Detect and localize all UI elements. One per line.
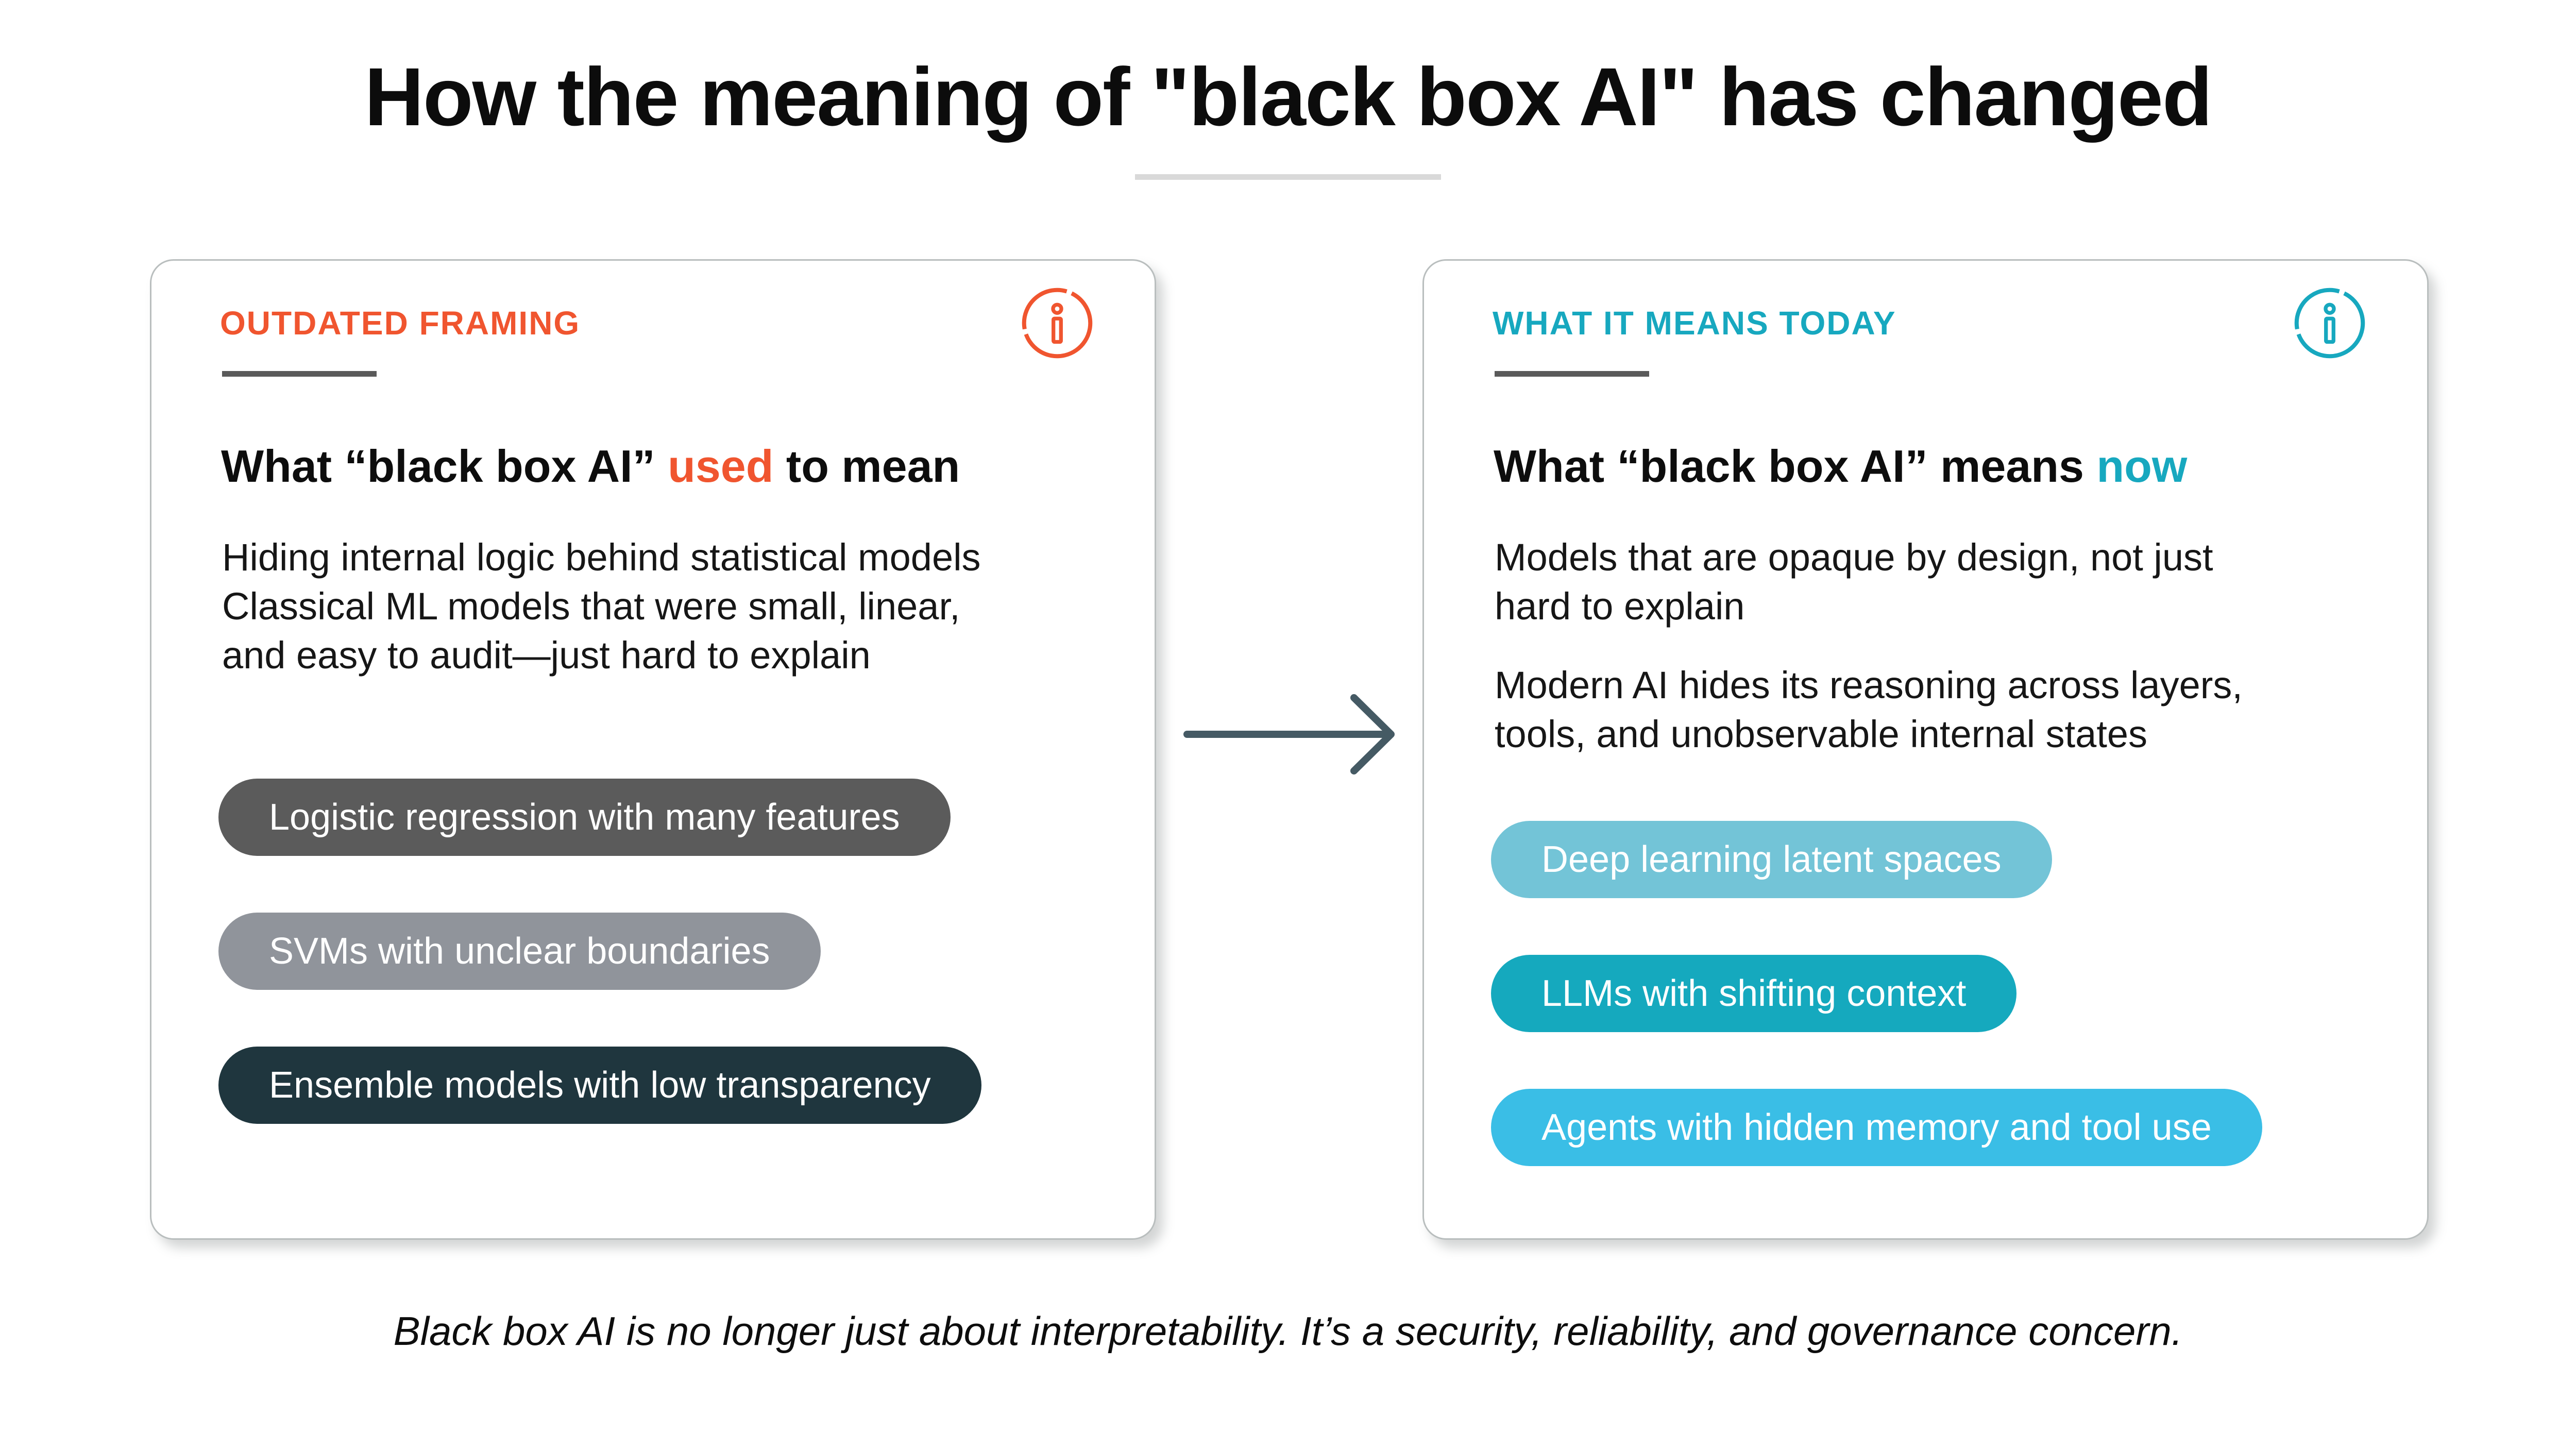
info-icon: [2292, 285, 2367, 361]
info-icon-svg: [1022, 288, 1093, 359]
outdated-framing-card: OUTDATED FRAMING What “black box AI” use…: [150, 259, 1156, 1240]
body-paragraph: Modern AI hides its reasoning across lay…: [1495, 661, 2370, 759]
heading-pre: What “black box AI”: [221, 441, 668, 492]
info-icon: [1020, 285, 1095, 361]
card-eyebrow: OUTDATED FRAMING: [220, 305, 581, 342]
card-eyebrow: WHAT IT MEANS TODAY: [1493, 305, 1896, 342]
info-icon-svg: [2294, 288, 2365, 359]
pill-list: Logistic regression with many features S…: [218, 779, 1098, 1181]
footer-takeaway: Black box AI is no longer just about int…: [393, 1308, 2183, 1354]
what-it-means-today-card: WHAT IT MEANS TODAY What “black box AI” …: [1422, 259, 2429, 1240]
pill-list: Deep learning latent spaces LLMs with sh…: [1491, 821, 2370, 1223]
pill-logistic-regression: Logistic regression with many features: [218, 779, 951, 856]
card-body: Models that are opaque by design, not ju…: [1495, 533, 2370, 788]
pill-deep-learning: Deep learning latent spaces: [1491, 821, 2052, 898]
heading-post: to mean: [773, 441, 960, 492]
transition-arrow-icon: [1179, 685, 1400, 783]
card-heading: What “black box AI” used to mean: [221, 440, 960, 493]
title-divider: [1135, 174, 1441, 180]
eyebrow-underline: [1495, 371, 1649, 377]
heading-pre: What “black box AI” means: [1494, 441, 2097, 492]
pill-llms: LLMs with shifting context: [1491, 955, 2017, 1032]
pill-svms: SVMs with unclear boundaries: [218, 913, 821, 990]
body-line: Models that are opaque by design, not ju…: [1495, 536, 2213, 579]
pill-agents: Agents with hidden memory and tool use: [1491, 1089, 2262, 1166]
heading-highlight: now: [2096, 441, 2188, 492]
page-title: How the meaning of "black box AI" has ch…: [364, 50, 2212, 143]
pill-ensemble-models: Ensemble models with low transparency: [218, 1047, 981, 1124]
body-line: Modern AI hides its reasoning across lay…: [1495, 664, 2243, 706]
body-line: hard to explain: [1495, 585, 1745, 628]
arrow-svg: [1183, 694, 1395, 774]
body-line: and easy to audit—just hard to explain: [222, 634, 871, 677]
card-heading: What “black box AI” means now: [1494, 440, 2187, 493]
heading-highlight: used: [668, 441, 774, 492]
eyebrow-underline: [222, 371, 377, 377]
body-line: Classical ML models that were small, lin…: [222, 585, 960, 628]
card-body: Hiding internal logic behind statistical…: [222, 533, 1098, 710]
body-paragraph: Hiding internal logic behind statistical…: [222, 533, 1098, 680]
body-line: tools, and unobservable internal states: [1495, 713, 2148, 755]
body-paragraph: Models that are opaque by design, not ju…: [1495, 533, 2370, 631]
body-line: Hiding internal logic behind statistical…: [222, 536, 981, 579]
